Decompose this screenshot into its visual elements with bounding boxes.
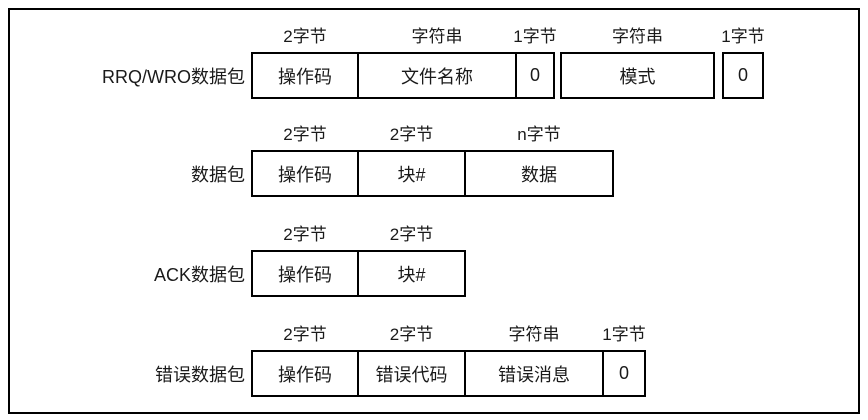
field-size-label: 1字节 xyxy=(513,27,557,46)
packet-row-label: 错误数据包 xyxy=(155,364,245,385)
field-cell: 块# xyxy=(357,150,466,197)
field-size-label: 2字节 xyxy=(283,125,327,144)
field-cell: 操作码 xyxy=(251,150,359,197)
packet-row-label: RRQ/WRO数据包 xyxy=(102,66,245,87)
field-cell: 错误消息 xyxy=(464,350,604,397)
field-size-label: 1字节 xyxy=(721,27,765,46)
field-cell: 文件名称 xyxy=(357,52,517,99)
field-cell: 0 xyxy=(515,52,555,99)
field-cell: 操作码 xyxy=(251,250,359,297)
field-size-label: 字符串 xyxy=(508,325,560,344)
field-size-label: 2字节 xyxy=(389,125,434,144)
field-cell: 数据 xyxy=(464,150,614,197)
field-size-label: 2字节 xyxy=(389,325,434,344)
field-size-label: 字符串 xyxy=(612,27,663,46)
field-cell: 错误代码 xyxy=(357,350,466,397)
field-size-label: 1字节 xyxy=(602,325,646,344)
packet-row-label: 数据包 xyxy=(191,164,245,185)
field-cell: 0 xyxy=(602,350,646,397)
field-size-label: 2字节 xyxy=(389,225,434,244)
field-size-label: 2字节 xyxy=(283,27,327,46)
field-size-label: 2字节 xyxy=(283,225,327,244)
field-cell: 0 xyxy=(722,52,764,99)
field-size-label: n字节 xyxy=(517,125,561,144)
field-size-label: 2字节 xyxy=(283,325,327,344)
packet-row-label: ACK数据包 xyxy=(153,264,245,285)
field-cell: 块# xyxy=(357,250,466,297)
field-cell: 模式 xyxy=(560,52,715,99)
field-size-label: 字符串 xyxy=(411,27,463,46)
field-cell: 操作码 xyxy=(251,52,359,99)
field-cell: 操作码 xyxy=(251,350,359,397)
